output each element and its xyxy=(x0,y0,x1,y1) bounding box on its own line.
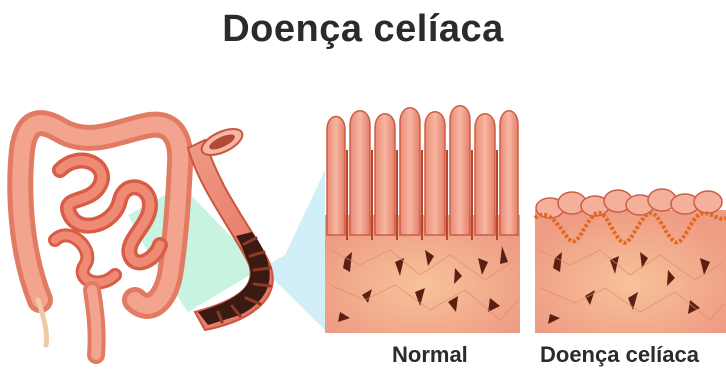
zoom-wedge-blue xyxy=(262,170,325,330)
caption-celiac: Doença celíaca xyxy=(540,342,699,368)
normal-tissue xyxy=(325,106,520,333)
celiac-tissue xyxy=(535,189,726,333)
intestine-icon xyxy=(20,123,180,355)
caption-normal: Normal xyxy=(392,342,468,368)
